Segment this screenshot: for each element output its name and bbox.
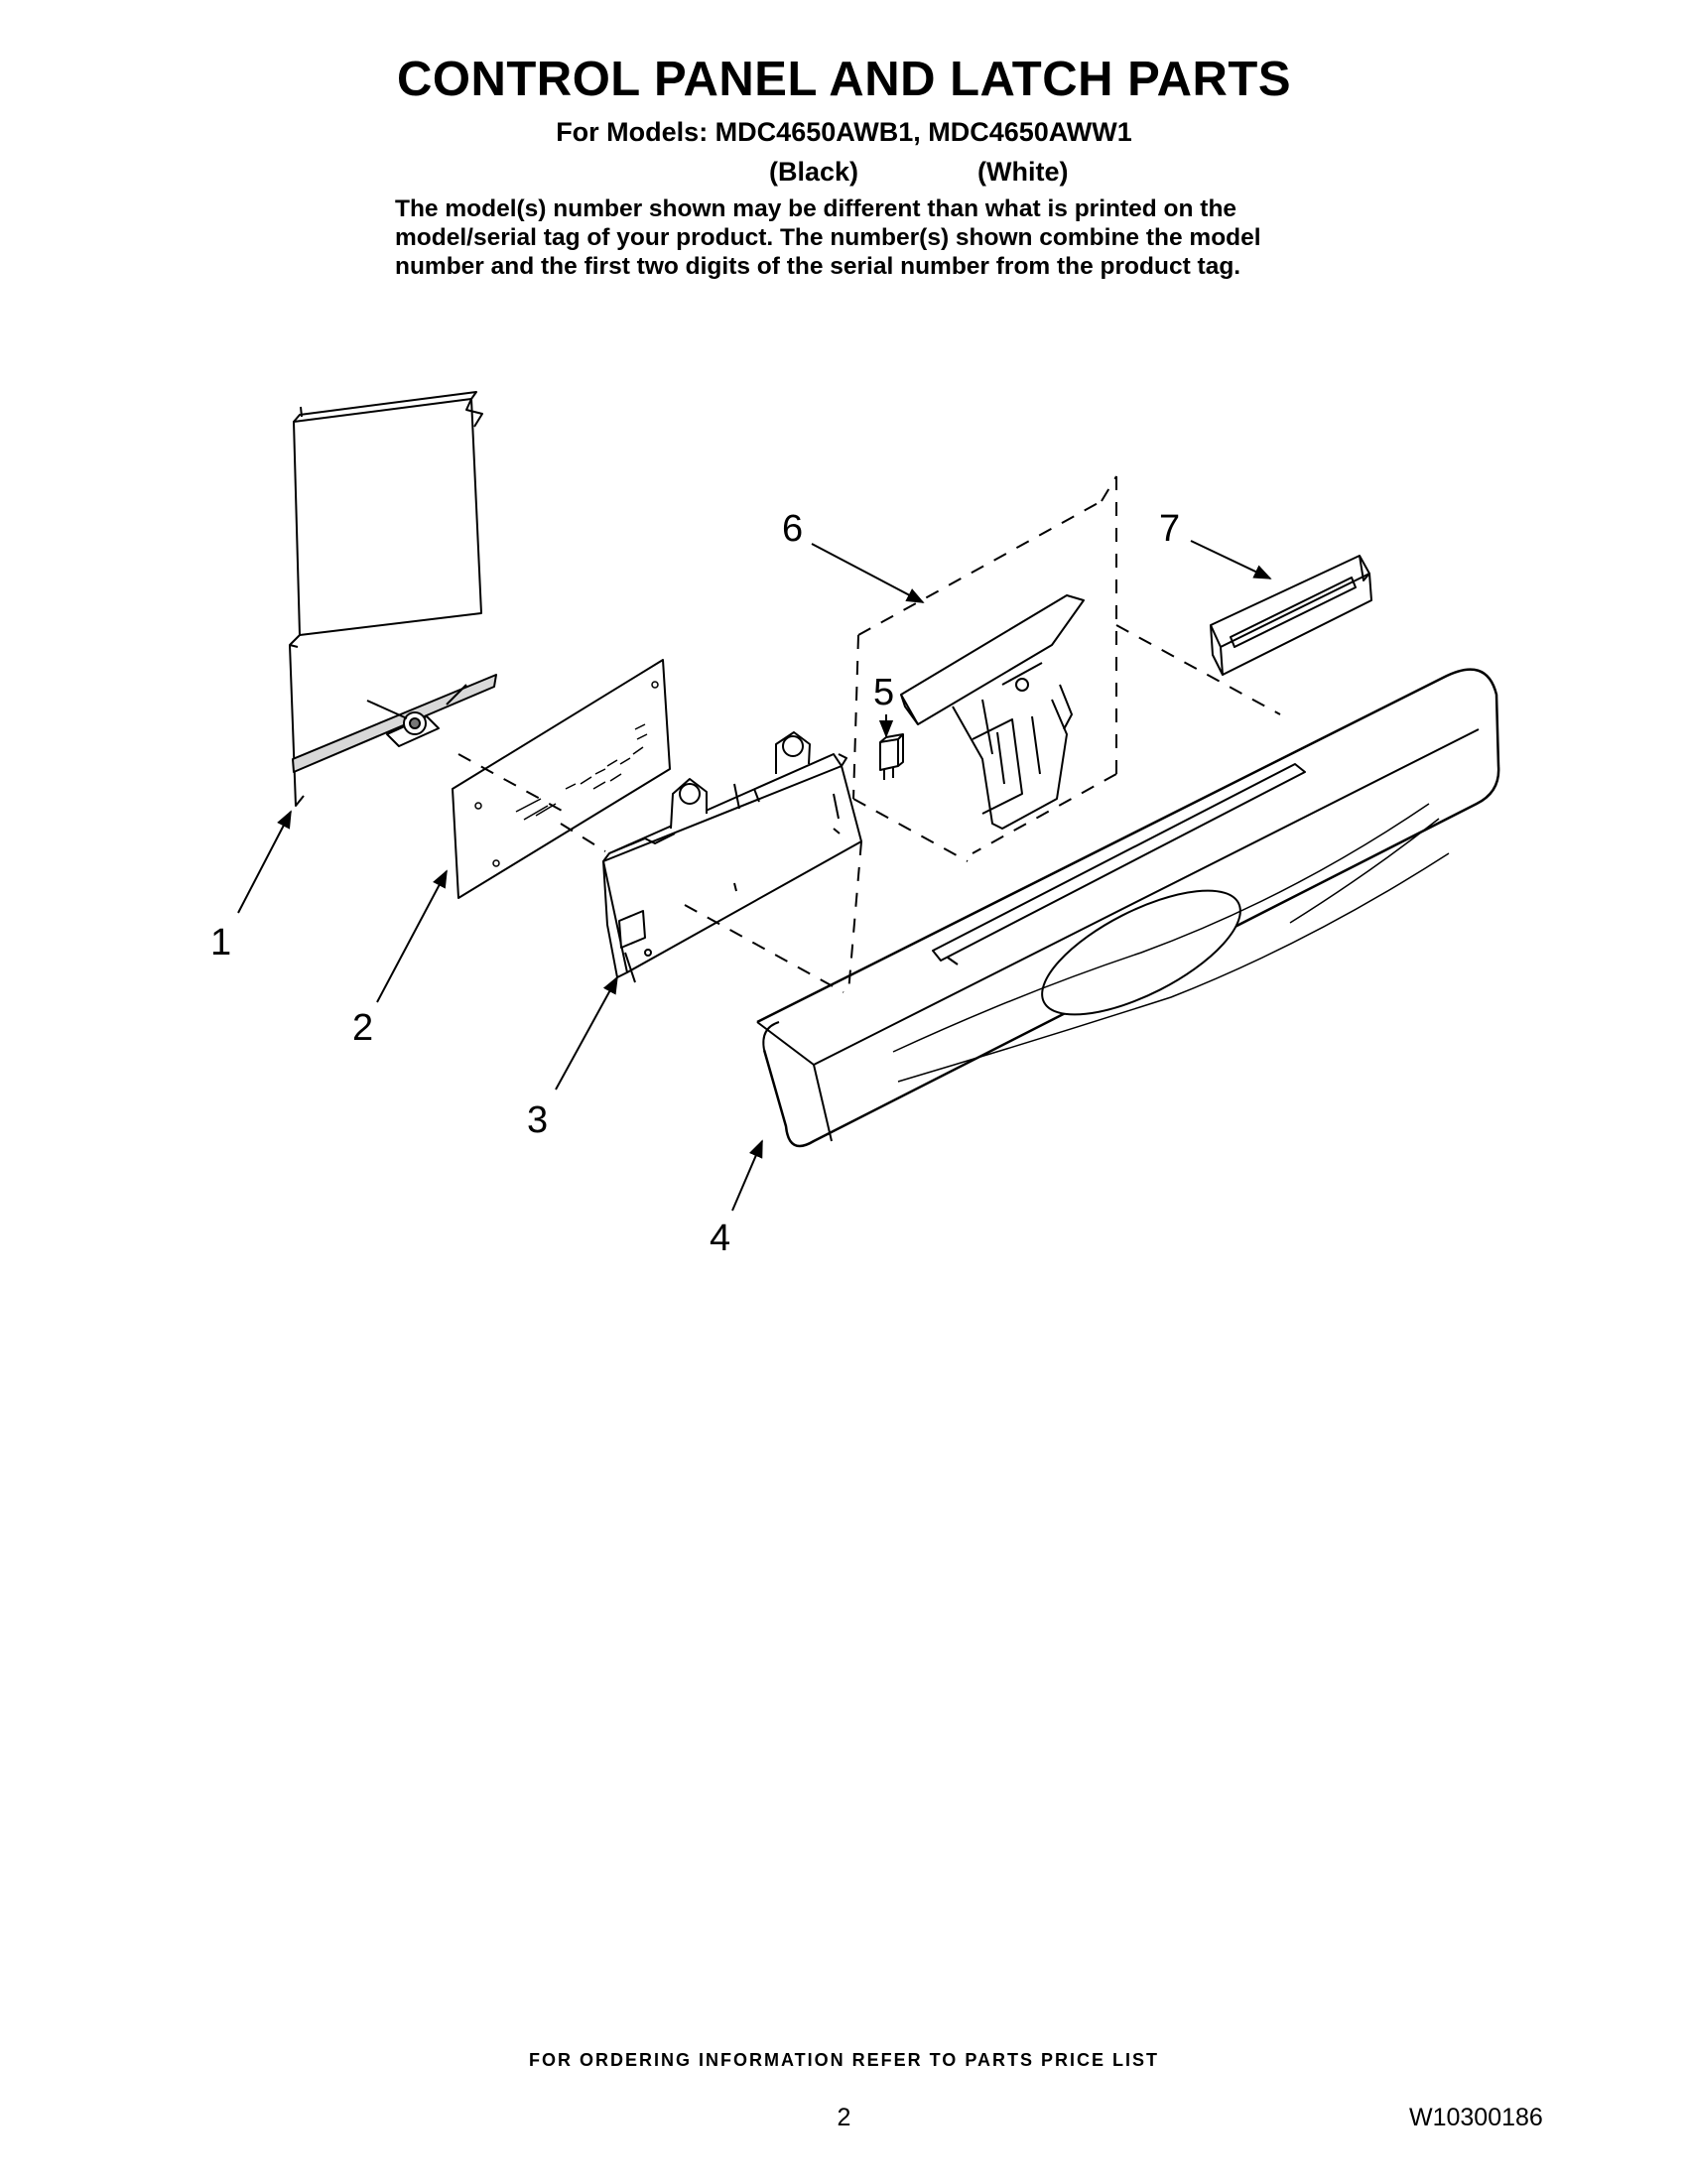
page-number: 2 bbox=[837, 2104, 851, 2131]
arrow-7 bbox=[1190, 540, 1272, 579]
part-2-circuit-board bbox=[452, 659, 671, 899]
callout-1: 1 bbox=[210, 922, 231, 964]
document-number: W10300186 bbox=[1409, 2104, 1543, 2131]
part-6-latch-assembly bbox=[900, 594, 1085, 830]
callout-2: 2 bbox=[352, 1007, 373, 1049]
callout-3: 3 bbox=[527, 1099, 548, 1141]
model-variants: (Black) (White) bbox=[0, 157, 1688, 189]
part-3-control-housing bbox=[602, 731, 862, 983]
arrow-2 bbox=[376, 869, 448, 1003]
arrow-6 bbox=[811, 543, 925, 603]
page-title: CONTROL PANEL AND LATCH PARTS bbox=[396, 53, 1292, 106]
note-line: The model(s) number shown may be differe… bbox=[395, 195, 1237, 222]
variant-black: (Black) bbox=[769, 157, 859, 187]
arrow-3 bbox=[555, 975, 618, 1091]
model-note: The model(s) number shown may be differe… bbox=[395, 194, 1328, 281]
callout-6: 6 bbox=[782, 508, 803, 550]
arrow-1 bbox=[237, 810, 292, 914]
part-4-control-panel bbox=[756, 668, 1500, 1148]
note-line: model/serial tag of your product. The nu… bbox=[395, 224, 1261, 251]
part-5-switch bbox=[879, 733, 904, 780]
ordering-info: FOR ORDERING INFORMATION REFER TO PARTS … bbox=[528, 2050, 1159, 2070]
callout-4: 4 bbox=[710, 1218, 730, 1259]
note-line: number and the first two digits of the s… bbox=[395, 253, 1241, 280]
part-7-button-frame bbox=[1210, 555, 1372, 676]
variant-white: (White) bbox=[977, 157, 1069, 187]
exploded-parts-diagram: 1 2 3 4 5 6 7 bbox=[210, 391, 1500, 1259]
models-line: For Models: MDC4650AWB1, MDC4650AWW1 bbox=[556, 117, 1132, 147]
part-1-bracket bbox=[289, 391, 497, 807]
arrow-4 bbox=[731, 1139, 763, 1212]
callout-5: 5 bbox=[873, 672, 894, 713]
callout-7: 7 bbox=[1159, 508, 1180, 550]
